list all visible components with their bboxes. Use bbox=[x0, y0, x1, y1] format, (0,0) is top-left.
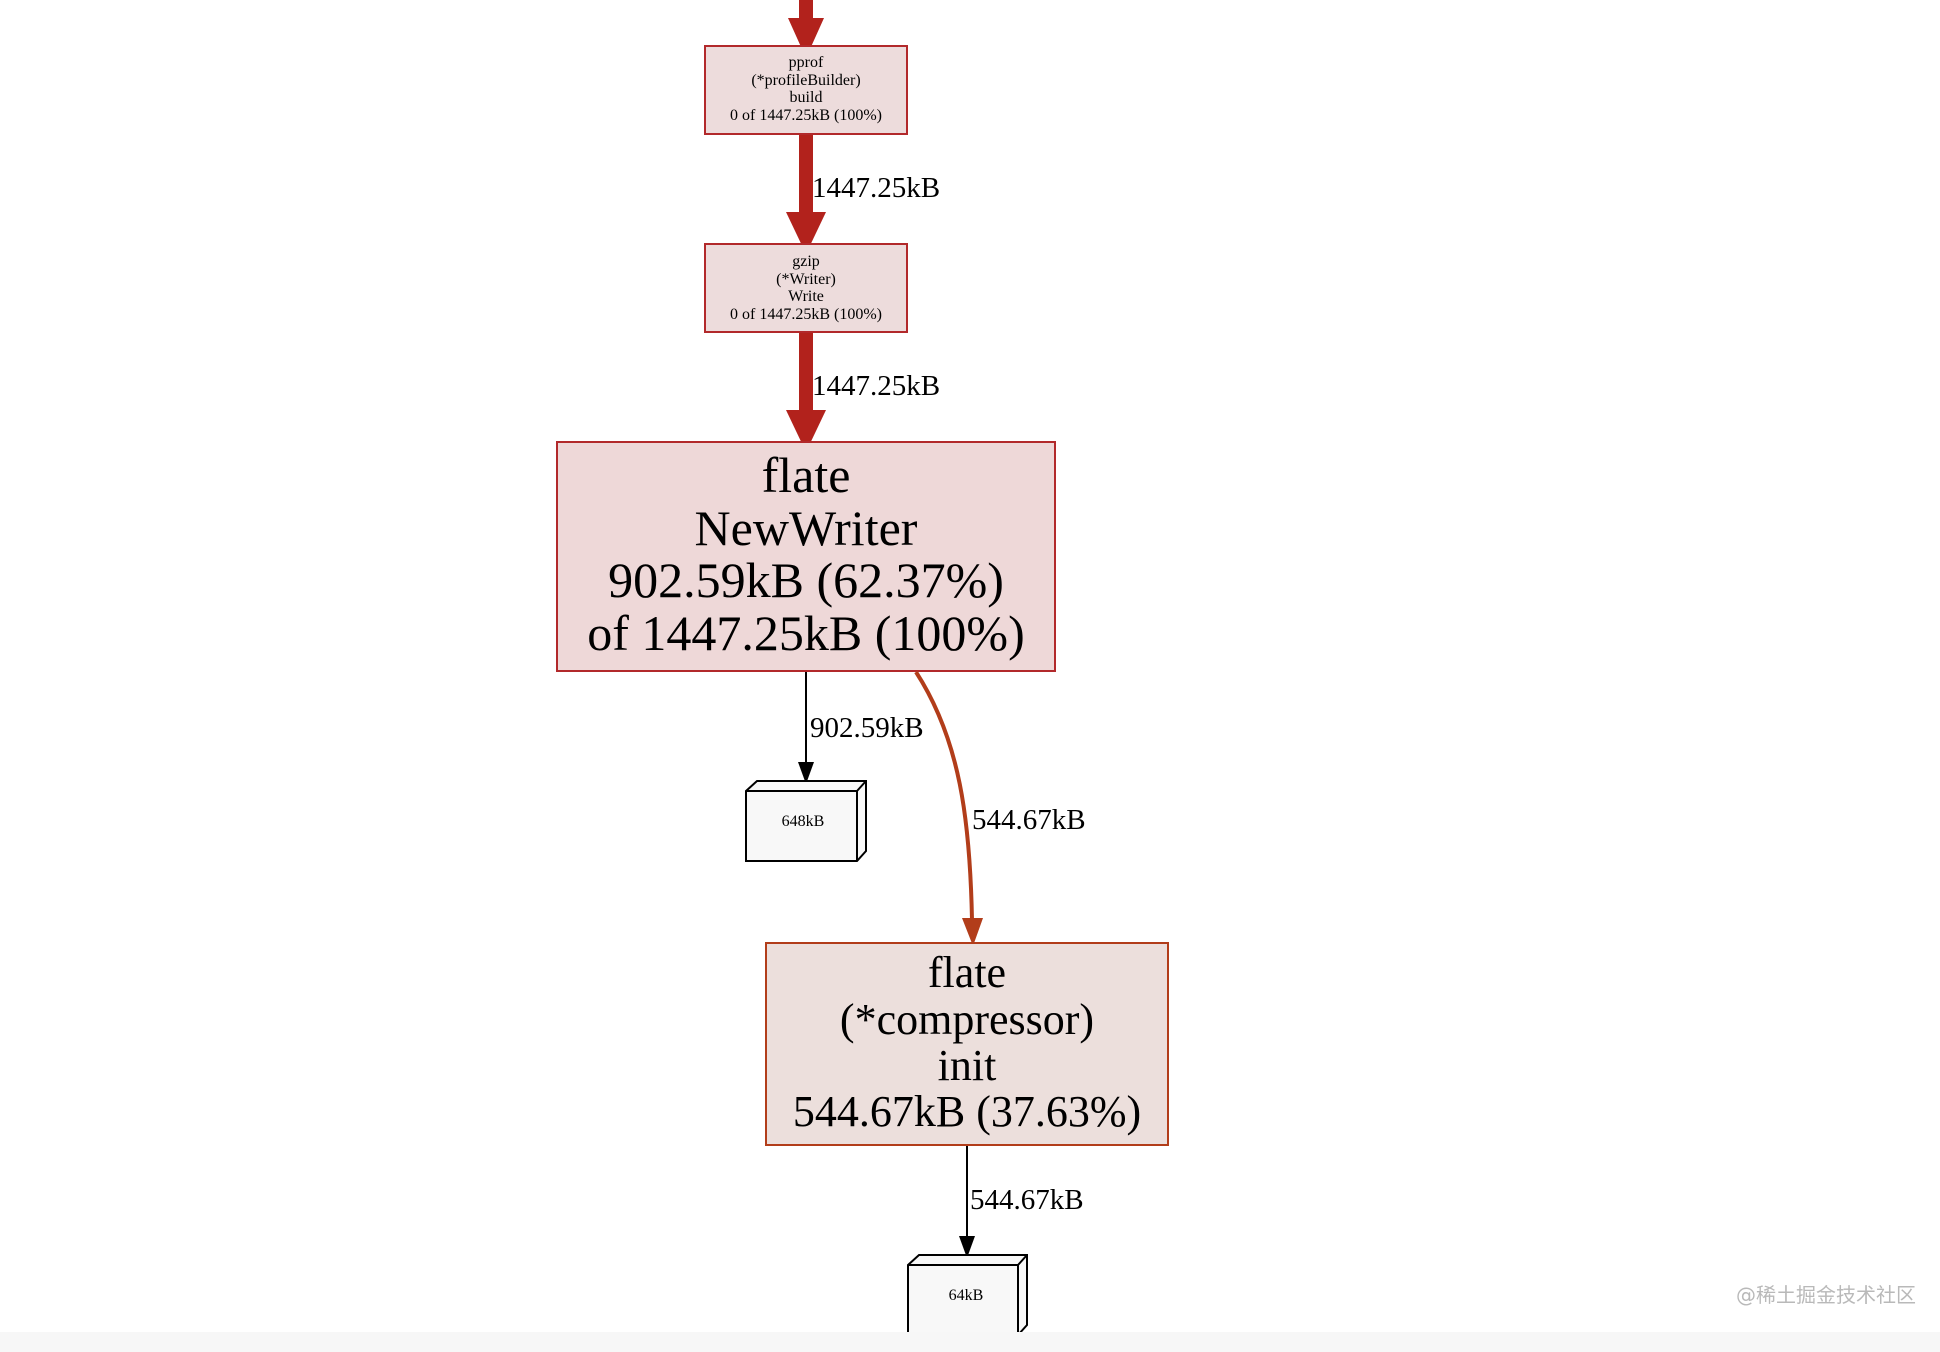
node-line: NewWriter bbox=[695, 500, 918, 556]
node-line: gzip bbox=[792, 253, 820, 270]
watermark: @稀土掘金技术社区 bbox=[1736, 1283, 1916, 1307]
node-line: 0 of 1447.25kB (100%) bbox=[730, 107, 882, 124]
node-line: of 1447.25kB (100%) bbox=[587, 605, 1024, 661]
node-flate-init[interactable]: flate (*compressor) init 544.67kB (37.63… bbox=[765, 942, 1169, 1146]
bottom-strip bbox=[0, 1332, 1940, 1352]
edge-newwriter-to-init: 544.67kB bbox=[914, 670, 1086, 946]
edge-incoming-top bbox=[788, 0, 824, 58]
node-line: pprof bbox=[789, 54, 824, 71]
node-line: 64kB bbox=[949, 1287, 984, 1304]
node-gzip-write[interactable]: gzip (*Writer) Write 0 of 1447.25kB (100… bbox=[704, 243, 908, 333]
edge-label: 544.67kB bbox=[972, 804, 1086, 836]
node-flate-newwriter[interactable]: flate NewWriter 902.59kB (62.37%) of 144… bbox=[556, 441, 1056, 672]
edge-label: 902.59kB bbox=[810, 712, 924, 744]
node-line: (*compressor) bbox=[840, 995, 1094, 1044]
edge-label: 1447.25kB bbox=[812, 370, 940, 402]
node-pprof-build[interactable]: pprof (*profileBuilder) build 0 of 1447.… bbox=[704, 45, 908, 135]
node-line: 648kB bbox=[782, 813, 825, 830]
node-line: flate bbox=[928, 948, 1006, 997]
node-line: init bbox=[938, 1041, 997, 1090]
node-line: 902.59kB (62.37%) bbox=[608, 552, 1004, 608]
edge-write-to-newwriter: 1447.25kB bbox=[786, 333, 940, 452]
node-line: (*Writer) bbox=[776, 271, 836, 288]
node-line: 0 of 1447.25kB (100%) bbox=[730, 306, 882, 323]
edge-newwriter-to-648kb: 902.59kB bbox=[798, 672, 924, 784]
node-line: Write bbox=[788, 288, 824, 305]
edge-label: 544.67kB bbox=[970, 1184, 1084, 1216]
node-line: 544.67kB (37.63%) bbox=[793, 1087, 1141, 1136]
node-alloc-64kb[interactable]: 64kB bbox=[907, 1254, 1028, 1336]
node-alloc-648kb[interactable]: 648kB bbox=[745, 780, 867, 862]
node-line: build bbox=[790, 89, 823, 106]
edge-init-to-64kb: 544.67kB bbox=[959, 1146, 1084, 1258]
node-line: flate bbox=[762, 447, 851, 503]
edge-label: 1447.25kB bbox=[812, 172, 940, 204]
node-line: (*profileBuilder) bbox=[751, 72, 860, 89]
edge-build-to-write: 1447.25kB bbox=[786, 135, 940, 254]
